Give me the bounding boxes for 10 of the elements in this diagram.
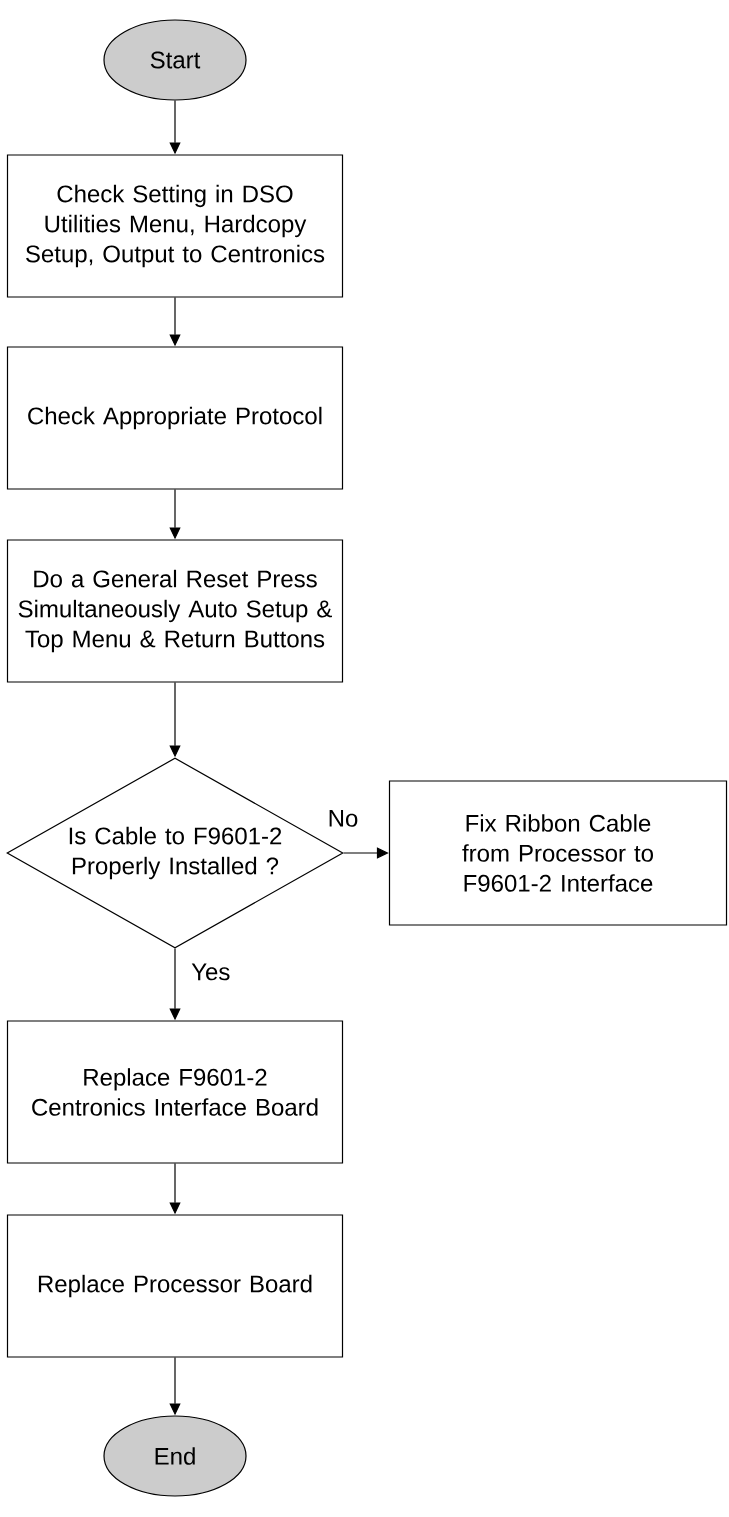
arrow	[343, 847, 389, 859]
terminal-oval: Start	[103, 19, 247, 101]
process-box: Check Appropriate Protocol	[6, 346, 344, 490]
process-box: Do a General Reset Press Simultaneously Auto Setup & Top Menu & Return Buttons	[6, 539, 344, 683]
process-box: Fix Ribbon Cable from Processor to F9601-2 Interface	[388, 780, 728, 926]
edge-label: Yes	[190, 962, 232, 982]
process-box: Replace Processor Board	[6, 1214, 344, 1358]
terminal-oval: End	[103, 1415, 247, 1497]
process-box: Replace F9601-2 Centronics Interface Board	[6, 1020, 344, 1164]
process-box: Check Setting in DSO Utilities Menu, Hardcopy Setup, Output to Centronics	[6, 154, 344, 298]
